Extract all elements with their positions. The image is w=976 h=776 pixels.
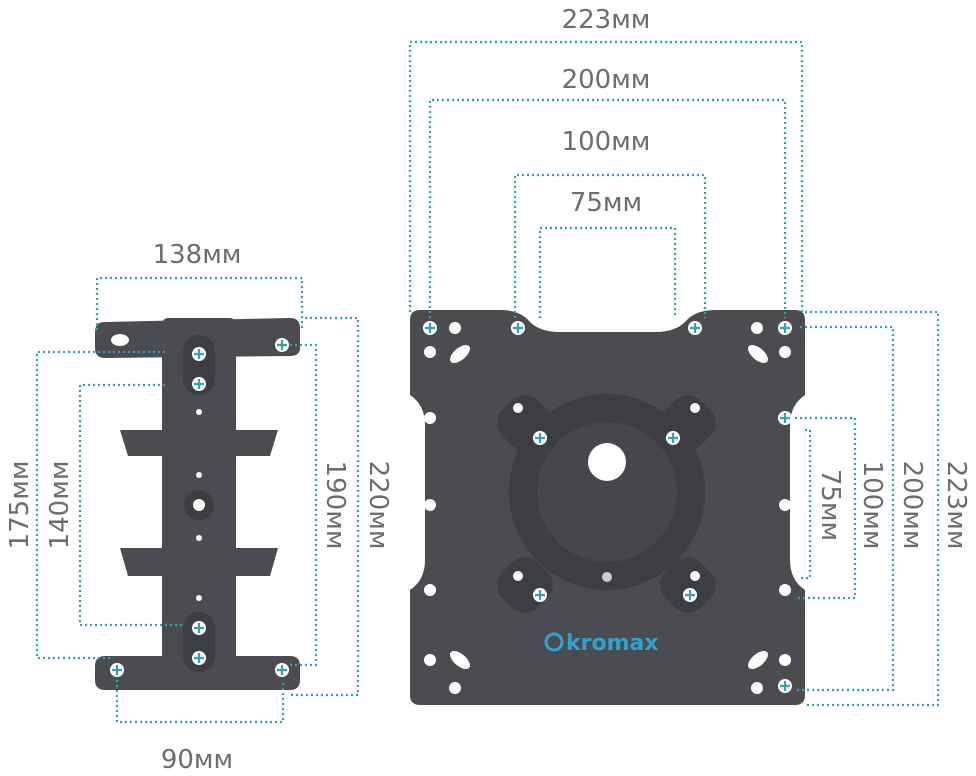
dim-175: 175мм	[5, 461, 35, 550]
dim-75-top: 75мм	[570, 188, 642, 218]
tv-bracket	[95, 318, 300, 690]
dim-90: 90мм	[161, 745, 233, 775]
screw-icon	[423, 321, 792, 693]
dim-140: 140мм	[45, 461, 75, 550]
dim-190: 190мм	[320, 461, 350, 550]
dim-200-side: 200мм	[897, 461, 927, 550]
dim-138: 138мм	[153, 240, 242, 270]
screw-icon	[110, 338, 289, 677]
dim-223-side: 223мм	[941, 461, 971, 550]
dim-75-side: 75мм	[815, 469, 845, 541]
right-dimension-lines	[408, 40, 940, 707]
left-dimension-lines	[35, 276, 360, 724]
dim-223-top: 223мм	[562, 5, 651, 35]
dim-100-top: 100мм	[562, 127, 651, 157]
svg-text:kromax: kromax	[566, 631, 659, 656]
dim-100-side: 100мм	[857, 461, 887, 550]
wall-plate: kromax	[410, 310, 805, 705]
brand-logo: kromax	[544, 631, 659, 656]
dim-200-top: 200мм	[562, 65, 651, 95]
dim-220: 220мм	[363, 461, 393, 550]
